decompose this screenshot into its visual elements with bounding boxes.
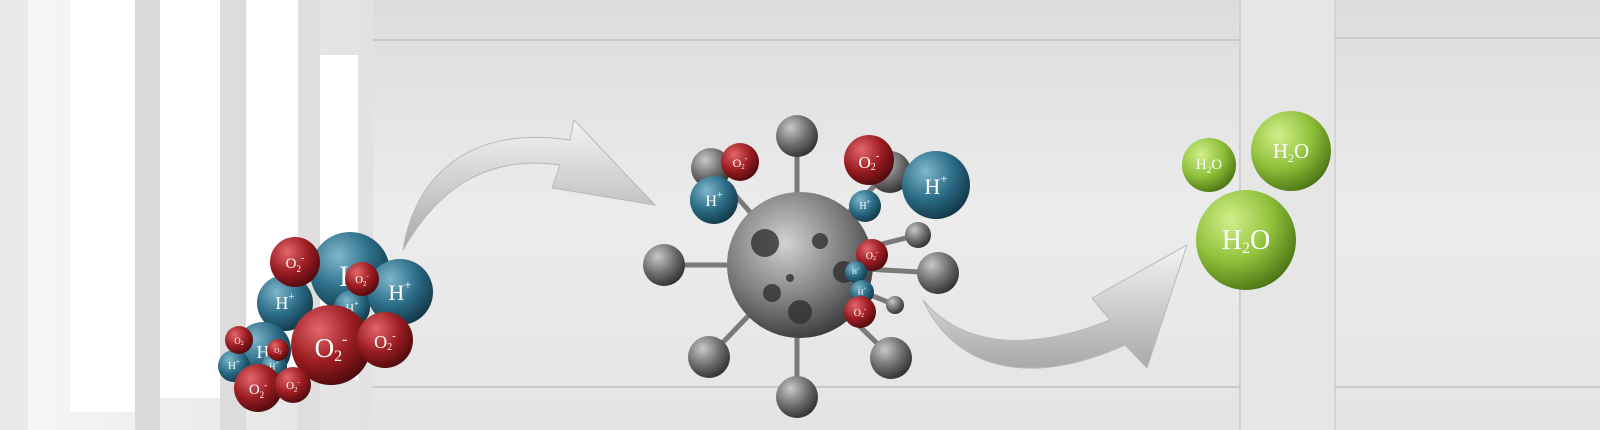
svg-text:H+: H+ <box>269 361 280 372</box>
water-molecule: H2O <box>1182 138 1236 192</box>
svg-text:H2O: H2O <box>1273 139 1309 165</box>
o2-radical-molecule: O2- <box>291 305 371 385</box>
h-ion-molecule: H+ <box>367 259 433 325</box>
curved-arrow-icon <box>402 118 657 251</box>
svg-text:H2O: H2O <box>1196 157 1222 175</box>
curved-arrow-icon <box>922 243 1188 369</box>
svg-text:H2O: H2O <box>1222 225 1270 258</box>
svg-text:O2-: O2- <box>866 248 879 262</box>
svg-text:O2-: O2- <box>286 378 300 394</box>
water-products: H2O H2O H2O <box>1182 111 1331 290</box>
svg-text:H+: H+ <box>924 171 947 199</box>
h-ion-molecule: H+ <box>849 190 881 222</box>
h-ion-molecule: H+ <box>257 275 313 331</box>
o2-radical-molecule: O2 <box>267 339 289 361</box>
svg-text:O2: O2 <box>274 347 282 356</box>
o2-radical-molecule: O2- <box>844 296 876 328</box>
h-ion-molecule: H+ <box>690 176 738 224</box>
svg-text:H+: H+ <box>852 267 860 276</box>
water-molecule: H2O <box>1196 190 1296 290</box>
o2-radical-molecule: O2- <box>275 367 311 403</box>
o2-radical-molecule: O2- <box>345 262 379 296</box>
o2-radical-molecule: O2- <box>721 143 759 181</box>
water-molecule: H2O <box>1251 111 1331 191</box>
svg-text:H+: H+ <box>388 277 411 305</box>
o2-radical-molecule: O2 <box>225 326 253 354</box>
o2-radical-molecule: O2- <box>844 135 894 185</box>
reactant-cluster: H H+ H+ H H+ H+ H+ O2- <box>218 232 433 412</box>
o2-radical-molecule: O2- <box>234 364 282 412</box>
svg-text:H+: H+ <box>275 291 294 313</box>
catalyst-adsorbed-molecules: O2- H+ O2- H+ H+ O2- H+ H+ <box>690 135 970 328</box>
svg-text:O2: O2 <box>234 336 244 347</box>
svg-text:O2-: O2- <box>249 380 267 400</box>
h-ion-molecule: H+ <box>845 261 867 283</box>
svg-text:H+: H+ <box>345 299 359 315</box>
svg-text:O2-: O2- <box>315 331 348 365</box>
o2-radical-molecule: O2- <box>270 237 320 287</box>
h-ion-molecule: H+ <box>902 151 970 219</box>
svg-text:O2-: O2- <box>374 330 396 353</box>
o2-radical-molecule: O2- <box>357 312 413 368</box>
svg-text:O2-: O2- <box>286 253 305 274</box>
svg-text:H+: H+ <box>858 287 867 297</box>
svg-text:H+: H+ <box>859 198 870 212</box>
svg-text:O2-: O2- <box>733 154 748 171</box>
svg-text:O2-: O2- <box>859 150 880 173</box>
svg-text:O2-: O2- <box>854 305 867 319</box>
svg-text:H+: H+ <box>228 358 240 372</box>
svg-text:O2-: O2- <box>355 272 369 288</box>
svg-text:H+: H+ <box>705 190 723 210</box>
o2-radical-molecule: O2- <box>856 239 888 271</box>
